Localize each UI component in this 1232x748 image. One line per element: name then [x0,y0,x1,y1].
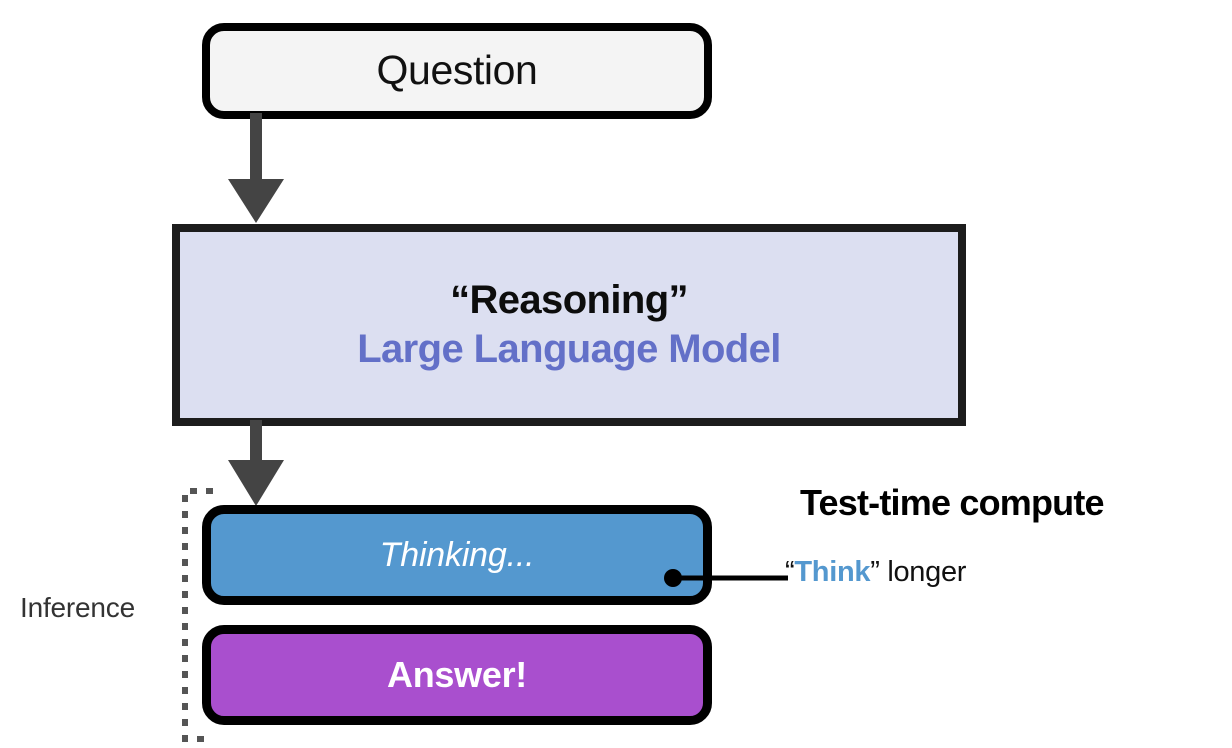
answer-node: Answer! [202,625,712,725]
thinking-node: Thinking... [202,505,712,605]
close-quote: ” [870,556,880,588]
longer-text: longer [879,556,967,588]
reasoning-llm-node: “Reasoning” Large Language Model [172,224,966,426]
answer-label: Answer! [387,653,527,695]
thinking-label: Thinking... [379,535,535,574]
llm-subtitle-large-language-model: Large Language Model [357,327,781,371]
test-time-compute-heading: Test-time compute [800,482,1105,523]
callout-anchor-dot [664,569,682,587]
question-node: Question [202,23,712,119]
question-label: Question [376,47,538,94]
think-keyword: Think [794,556,871,588]
llm-title-reasoning: “Reasoning” [450,278,688,323]
think-longer-annotation: “Think” longer [785,556,966,589]
inference-bracket [182,488,213,742]
arrow-question-to-llm [228,113,284,223]
arrow-llm-to-thinking [228,420,284,506]
inference-label: Inference [20,592,135,623]
open-quote: “ [785,556,795,588]
callout-leader-line [664,569,788,587]
